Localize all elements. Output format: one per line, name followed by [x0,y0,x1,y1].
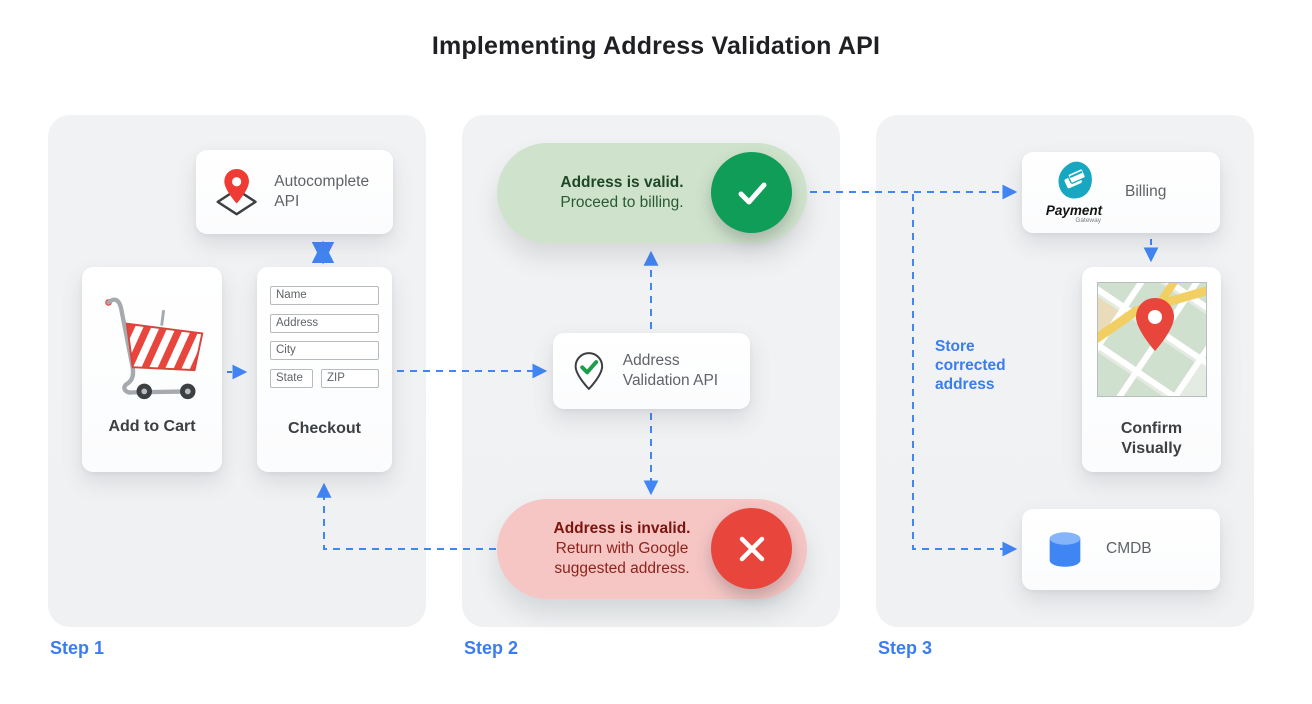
pin-check-icon [574,352,604,390]
autocomplete-api-card: Autocomplete API [196,150,393,234]
step2-label: Step 2 [464,638,519,658]
invalid-pill-subtitle: Return with Google suggested address. [554,539,690,578]
shopping-cart-icon [105,297,204,400]
address-invalid-pill: Address is invalid. Return with Google s… [497,499,807,599]
valid-pill-subtitle: Proceed to billing. [560,194,684,211]
map-pin-diamond-icon [216,169,257,216]
payment-logo-subtitle: Gateway [1075,217,1101,225]
payment-gateway-logo: Payment Gateway [1039,160,1109,225]
zip-field: ZIP [321,368,379,388]
name-field: Name [270,286,379,305]
step3-label: Step 3 [878,638,933,658]
billing-card: Payment Gateway Billing [1022,152,1220,233]
step1-label: Step 1 [50,638,105,658]
billing-label: Billing [1125,183,1167,201]
autocomplete-card-label: Autocomplete API [274,172,370,210]
cmdb-card: CMDB [1022,509,1220,590]
cmdb-label: CMDB [1106,540,1152,558]
add-to-cart-card: Add to Cart [82,267,222,472]
address-validation-api-card: Address Validation API [553,333,750,409]
checkout-label: Checkout [288,420,361,437]
check-circle-icon [711,152,792,233]
state-field: State [270,368,313,388]
page-title: Implementing Address Validation API [431,32,881,60]
invalid-pill-title: Address is invalid. [553,519,691,537]
city-field: City [270,341,379,360]
confirm-visually-label: Confirm Visually [1120,420,1183,457]
add-to-cart-label: Add to Cart [108,418,196,435]
address-field: Address [270,313,379,333]
checkout-card: Name Address City State ZIP Checkout [257,267,392,472]
store-corrected-address-note: Store corrected address [935,338,1006,393]
validation-card-label: Address Validation API [622,351,719,389]
map-thumbnail [1096,282,1207,397]
address-valid-pill: Address is valid. Proceed to billing. [497,143,807,243]
valid-pill-title: Address is valid. [560,173,684,191]
database-icon [1049,531,1081,567]
payment-logo-title: Payment [1045,202,1103,218]
x-circle-icon [711,508,792,589]
confirm-visually-card: Confirm Visually [1082,267,1221,472]
